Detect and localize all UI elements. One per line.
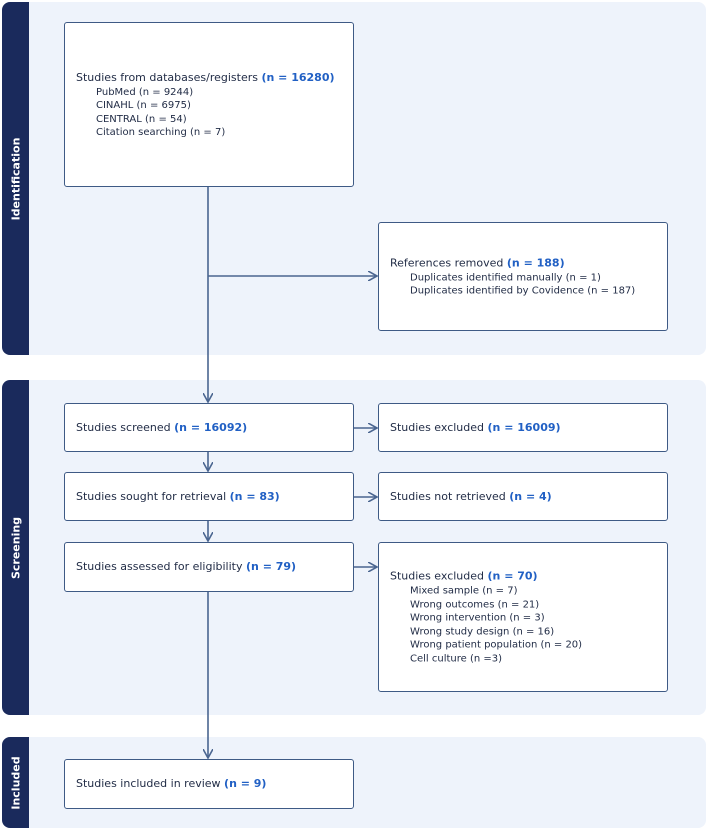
databases-box: Studies from databases/registers (n = 16… <box>64 22 354 187</box>
retrieval-label: Studies sought for retrieval <box>76 489 230 503</box>
databases-count: (n = 16280) <box>261 70 335 84</box>
eligibility-label: Studies assessed for eligibility <box>76 560 246 573</box>
removed-item: Duplicates identified manually (n = 1) <box>410 272 601 283</box>
retrieval-box: Studies sought for retrieval (n = 83) <box>64 472 354 521</box>
exclusion-reason: Wrong intervention (n = 3) <box>410 612 545 624</box>
screened-box: Studies screened (n = 16092) <box>64 403 354 452</box>
removed-box: References removed (n = 188) Duplicates … <box>378 222 668 331</box>
not-retrieved-label: Studies not retrieved <box>390 489 510 503</box>
eligibility-count: (n = 79) <box>246 560 297 573</box>
excluded-screening-box: Studies excluded (n = 16009) <box>378 403 668 452</box>
databases-label: Studies from databases/registers <box>76 70 262 84</box>
eligibility-box: Studies assessed for eligibility (n = 79… <box>64 542 354 592</box>
exclusion-reason: Wrong outcomes (n = 21) <box>410 599 540 610</box>
identification-label-bar: Identification <box>2 2 29 355</box>
exclusion-reason: Wrong patient population (n = 20) <box>410 639 583 651</box>
exclusion-reason: Cell culture (n =3) <box>410 653 503 664</box>
excluded-eligibility-label: Studies excluded <box>390 569 488 583</box>
exclusion-reason: Wrong study design (n = 16) <box>410 626 555 637</box>
screened-label: Studies screened <box>76 420 175 434</box>
exclusion-reason: Mixed sample (n = 7) <box>410 585 518 597</box>
removed-label: References removed <box>390 256 507 269</box>
included-count: (n = 9) <box>224 777 267 790</box>
excluded-eligibility-box: Studies excluded (n = 70) Mixed sample (… <box>378 542 668 692</box>
removed-item: Duplicates identified by Covidence (n = … <box>410 285 636 297</box>
excluded-screening-count: (n = 16009) <box>487 420 561 434</box>
databases-item: CINAHL (n = 6975) <box>96 100 191 111</box>
retrieval-count: (n = 83) <box>229 489 280 503</box>
included-box-label: Studies included in review <box>76 777 225 790</box>
removed-count: (n = 188) <box>506 256 565 269</box>
databases-item: CENTRAL (n = 54) <box>96 113 187 125</box>
databases-item: Citation searching (n = 7) <box>96 127 226 138</box>
included-label-bar: Included <box>2 737 29 828</box>
screened-count: (n = 16092) <box>174 420 248 434</box>
not-retrieved-count: (n = 4) <box>509 489 552 503</box>
excluded-eligibility-count: (n = 70) <box>487 569 538 583</box>
screening-label-bar: Screening <box>2 380 29 715</box>
excluded-screening-label: Studies excluded <box>390 420 488 434</box>
databases-item: PubMed (n = 9244) <box>96 86 194 98</box>
not-retrieved-box: Studies not retrieved (n = 4) <box>378 472 668 521</box>
included-box: Studies included in review (n = 9) <box>64 759 354 809</box>
